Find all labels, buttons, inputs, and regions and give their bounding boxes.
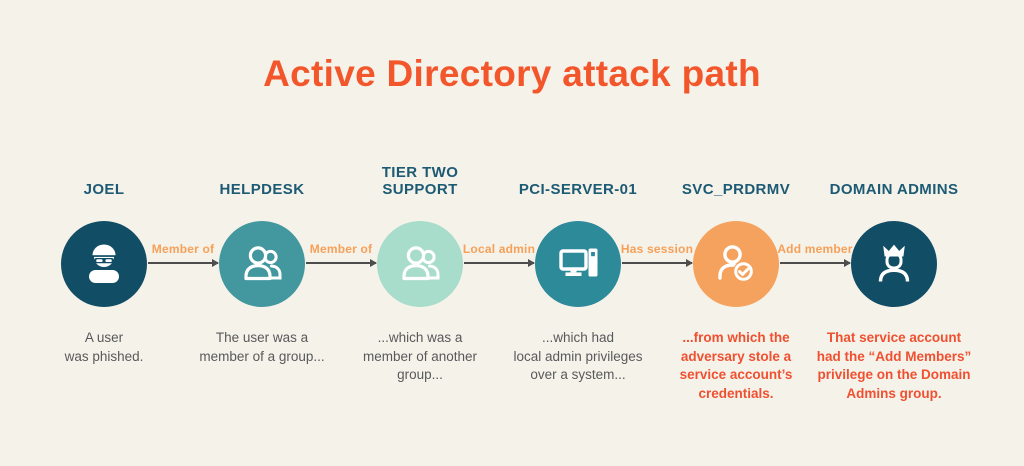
arrow-head-icon	[686, 258, 693, 267]
node-joel: JOEL A user was phished.	[25, 0, 183, 466]
arrow-line	[622, 262, 692, 264]
node-svc-prdrmv: SVC_PRDRMV ...from which the adversary s…	[657, 0, 815, 466]
node-label: PCI-SERVER-01	[518, 181, 638, 198]
arrow-head-icon	[212, 258, 219, 267]
group-icon	[402, 246, 440, 281]
group-icon	[244, 246, 282, 281]
service-account-icon	[718, 245, 754, 282]
arrow-line	[464, 262, 534, 264]
arrow-server-to-svc: Has session	[621, 242, 693, 267]
admin-crown-icon	[878, 244, 910, 282]
node-label: JOEL	[83, 181, 125, 198]
node-circle	[61, 221, 147, 307]
node-description: A user was phished.	[64, 330, 144, 364]
arrow-line	[148, 262, 218, 264]
node-label: SVC_PRDRMV	[681, 181, 791, 198]
arrow-label: Member of	[309, 242, 373, 256]
node-circle	[377, 221, 463, 307]
arrow-head-icon	[528, 258, 535, 267]
node-helpdesk: HELPDESK The user was a member of a grou…	[183, 0, 341, 466]
arrow-line	[780, 262, 850, 264]
arrow-label: Local admin	[462, 242, 536, 256]
node-label: HELPDESK	[219, 181, 305, 198]
arrow-head-icon	[844, 258, 851, 267]
node-circle	[693, 221, 779, 307]
arrow-line	[306, 262, 376, 264]
node-circle	[219, 221, 305, 307]
node-description: ...from which the adversary stole a serv…	[679, 330, 793, 401]
node-description: The user was a member of a group...	[199, 330, 325, 364]
node-tier-two-support: TIER TWO SUPPORT ...which was a member o…	[341, 0, 499, 466]
server-icon	[559, 248, 598, 277]
node-domain-admins: DOMAIN ADMINS That service account had t…	[815, 0, 973, 466]
arrow-label: Has session	[620, 242, 694, 256]
arrow-joel-to-helpdesk: Member of	[148, 242, 219, 267]
arrow-label: Add member	[777, 242, 853, 256]
arrow-label: Member of	[151, 242, 215, 256]
node-pci-server-01: PCI-SERVER-01 ...which had local admin p…	[499, 0, 657, 466]
node-description: That service account had the “Add Member…	[816, 330, 972, 401]
node-circle	[535, 221, 621, 307]
node-circle	[851, 221, 937, 307]
node-description: ...which had local admin privileges over…	[513, 330, 643, 382]
page-title: Active Directory attack path	[263, 53, 761, 94]
phished-user-icon	[89, 244, 119, 283]
arrow-head-icon	[370, 258, 377, 267]
node-label: DOMAIN ADMINS	[829, 181, 959, 198]
node-label: TIER TWO SUPPORT	[381, 164, 459, 198]
arrow-helpdesk-to-tier-two: Member of	[306, 242, 377, 267]
arrow-tier-two-to-server: Local admin	[463, 242, 535, 267]
node-description: ...which was a member of another group..…	[362, 330, 478, 382]
arrow-svc-to-domain-admins: Add member	[777, 242, 852, 267]
